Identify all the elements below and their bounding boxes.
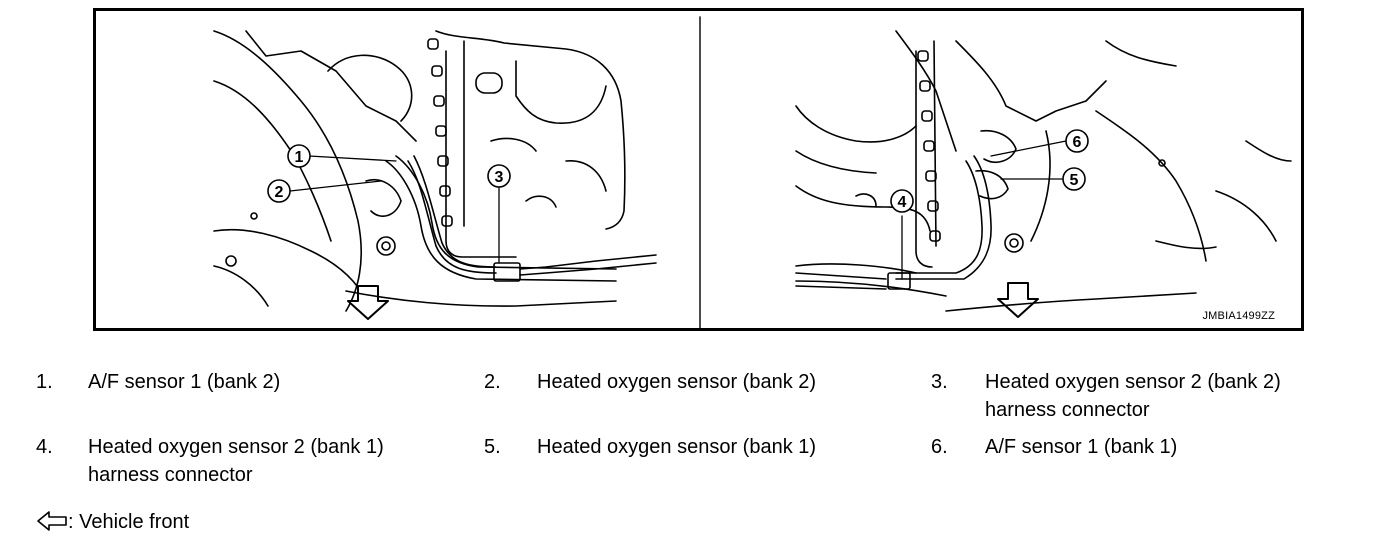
callout-5-label: 5	[1070, 172, 1079, 189]
front-arrow-icon	[37, 511, 67, 531]
callout-6: 6	[1065, 129, 1089, 153]
legend-text-2: Heated oxygen sensor (bank 2)	[537, 371, 817, 393]
vehicle-front-label: : Vehicle front	[68, 511, 190, 533]
callout-6-label: 6	[1073, 134, 1082, 151]
legend-text-4-line2: harness connector	[88, 464, 253, 486]
callout-4: 4	[890, 189, 914, 213]
callout-2: 2	[267, 179, 291, 203]
legend-number-1: 1.	[36, 371, 53, 393]
left-panel-illustration	[213, 30, 657, 320]
legend-number-3: 3.	[931, 371, 948, 393]
right-panel-illustration	[795, 30, 1292, 318]
figure-code: JMBIA1499ZZ	[1202, 310, 1275, 322]
legend-text-1: A/F sensor 1 (bank 2)	[88, 371, 281, 393]
legend-text-3-line2: harness connector	[985, 399, 1150, 421]
legend-text-5: Heated oxygen sensor (bank 1)	[537, 436, 817, 458]
callout-3-label: 3	[495, 169, 504, 186]
legend-text-3: Heated oxygen sensor 2 (bank 2)	[985, 371, 1281, 393]
legend-text-6: A/F sensor 1 (bank 1)	[985, 436, 1178, 458]
legend-text-4: Heated oxygen sensor 2 (bank 1)	[88, 436, 384, 458]
callout-1: 1	[287, 144, 311, 168]
callout-3: 3	[487, 164, 511, 188]
legend-number-6: 6.	[931, 436, 948, 458]
legend-number-5: 5.	[484, 436, 501, 458]
callout-2-label: 2	[275, 184, 284, 201]
callout-1-label: 1	[295, 149, 304, 166]
callout-4-label: 4	[898, 194, 907, 211]
figure-frame: 1 2 3 4 5 6 JMBIA1499ZZ	[93, 8, 1304, 331]
callout-5: 5	[1062, 167, 1086, 191]
legend-number-2: 2.	[484, 371, 501, 393]
figure-illustration: 1 2 3 4 5 6	[213, 16, 1292, 328]
legend-number-4: 4.	[36, 436, 53, 458]
